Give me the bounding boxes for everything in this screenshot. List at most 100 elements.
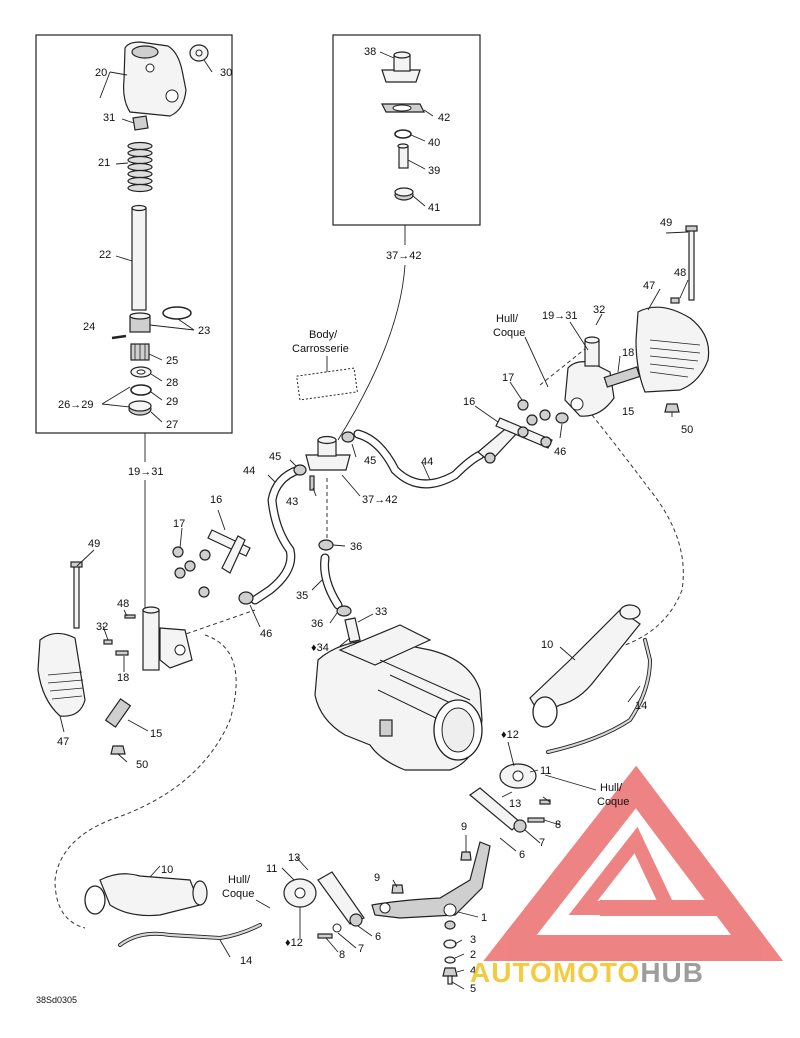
part-label-27: 27	[166, 419, 178, 431]
part-label-46-b: 46	[260, 628, 272, 640]
body-fitting	[293, 367, 361, 643]
part-label-6-b: 6	[375, 931, 381, 943]
part-label-36-a: 36	[350, 541, 362, 553]
cable-44	[250, 429, 485, 605]
part-label-28: 28	[166, 377, 178, 389]
callout-hull-b-line2: Coque	[597, 796, 629, 808]
part-label-35: 35	[296, 590, 308, 602]
callout-body-line1: Body/	[309, 329, 338, 341]
part-label-16-b: 16	[210, 494, 222, 506]
part-label-21: 21	[98, 157, 110, 169]
part-label-47-b: 47	[57, 736, 69, 748]
part-label-16-a: 16	[463, 396, 475, 408]
reverse-bracket-right	[469, 763, 551, 833]
part-label-30: 30	[220, 67, 232, 79]
part-label-15-b: 15	[150, 728, 162, 740]
part-label-41: 41	[428, 202, 440, 214]
part-label-47-a: 47	[643, 280, 655, 292]
part-label-13-b: 13	[288, 852, 300, 864]
automotohub-watermark	[483, 765, 784, 961]
watermark-brand-part2: HUB	[640, 957, 704, 988]
part-label-45-a: 45	[269, 451, 281, 463]
part-label-17-b: 17	[173, 518, 185, 530]
part-label-9-a: 9	[461, 821, 467, 833]
hose-35	[320, 553, 343, 610]
part-label-13-a: 13	[509, 798, 521, 810]
callout-hull-c-line2: Coque	[222, 888, 254, 900]
part-label-36-b: 36	[311, 618, 323, 630]
callout-hull-b-line1: Hull/	[600, 782, 623, 794]
part-label-2: 2	[470, 949, 476, 961]
part-label-40: 40	[428, 137, 440, 149]
part-label-12-a: ♦12	[501, 729, 519, 741]
part-label-39: 39	[428, 165, 440, 177]
part-label-50-a: 50	[681, 424, 693, 436]
part-label-32-b: 32	[96, 621, 108, 633]
right-steering-assembly	[477, 225, 710, 464]
part-label-23: 23	[198, 325, 210, 337]
part-label-32-a: 32	[593, 304, 605, 316]
part-label-11-b: 11	[266, 863, 277, 875]
part-label-10-a: 10	[541, 639, 553, 651]
part-label-34: ♦34	[311, 642, 329, 654]
nozzle-right	[529, 604, 641, 728]
part-label-12-b: ♦12	[285, 937, 303, 949]
watermark-text: AUTOMOTOHUB	[470, 957, 704, 988]
part-label-3: 3	[470, 934, 476, 946]
part-label-8-b: 8	[339, 949, 345, 961]
part-label-42: 42	[438, 112, 450, 124]
part-label-5: 5	[470, 983, 476, 995]
nozzle-left	[84, 873, 208, 917]
part-label-49-b: 49	[88, 538, 100, 550]
part-labels: 20 30 31 21 22 24 23 25 28 26→29 29 27 1…	[57, 46, 693, 995]
callout-hull-c-line1: Hull/	[228, 874, 251, 886]
part-label-24: 24	[83, 321, 95, 333]
inset-fitting	[332, 34, 481, 226]
part-label-19-31-a: 19→31	[128, 466, 163, 478]
part-label-49-a: 49	[660, 217, 672, 229]
part-label-37-42-a: 37→42	[386, 250, 421, 262]
part-label-11-a: 11	[540, 765, 551, 777]
left-steering-assembly	[37, 529, 254, 755]
part-label-10-b: 10	[161, 864, 173, 876]
part-label-44-a: 44	[243, 465, 255, 477]
part-label-14-b: 14	[240, 955, 252, 967]
part-label-26-29: 26→29	[58, 399, 93, 411]
part-label-45-b: 45	[364, 455, 376, 467]
part-label-8-a: 8	[555, 819, 561, 831]
leader-lines	[59, 71, 689, 990]
lever-arm	[371, 841, 491, 985]
part-label-17-a: 17	[502, 372, 514, 384]
jet-pump	[314, 624, 483, 771]
part-label-25: 25	[166, 355, 178, 367]
watermark-brand-part1: AUTOMOTO	[470, 957, 640, 988]
part-label-4: 4	[470, 965, 476, 977]
part-label-31: 31	[103, 112, 115, 124]
part-label-44-b: 44	[421, 456, 433, 468]
part-label-19-31-b: 19→31	[542, 310, 577, 322]
cable-14	[118, 638, 653, 947]
part-label-18-a: 18	[622, 347, 634, 359]
reverse-bracket-left	[283, 871, 365, 939]
part-label-29: 29	[166, 396, 178, 408]
callout-hull-a-line2: Coque	[493, 327, 525, 339]
inset-steering-column	[35, 34, 233, 434]
figure-code: 38Sd0305	[36, 995, 77, 1005]
part-label-50-b: 50	[136, 759, 148, 771]
part-label-6-a: 6	[519, 849, 525, 861]
part-label-48-a: 48	[674, 267, 686, 279]
part-label-48-b: 48	[117, 598, 129, 610]
part-label-7-b: 7	[358, 943, 364, 955]
part-label-18-b: 18	[117, 672, 129, 684]
part-label-33: 33	[375, 606, 387, 618]
part-label-22: 22	[99, 249, 111, 261]
part-label-14-a: 14	[635, 700, 647, 712]
callout-body-line2: Carrosserie	[292, 343, 349, 355]
part-label-9-b: 9	[374, 872, 380, 884]
part-label-7-a: 7	[539, 837, 545, 849]
part-label-15-a: 15	[622, 406, 634, 418]
part-label-1: 1	[481, 912, 487, 924]
part-label-43: 43	[286, 496, 298, 508]
part-label-20: 20	[95, 67, 107, 79]
